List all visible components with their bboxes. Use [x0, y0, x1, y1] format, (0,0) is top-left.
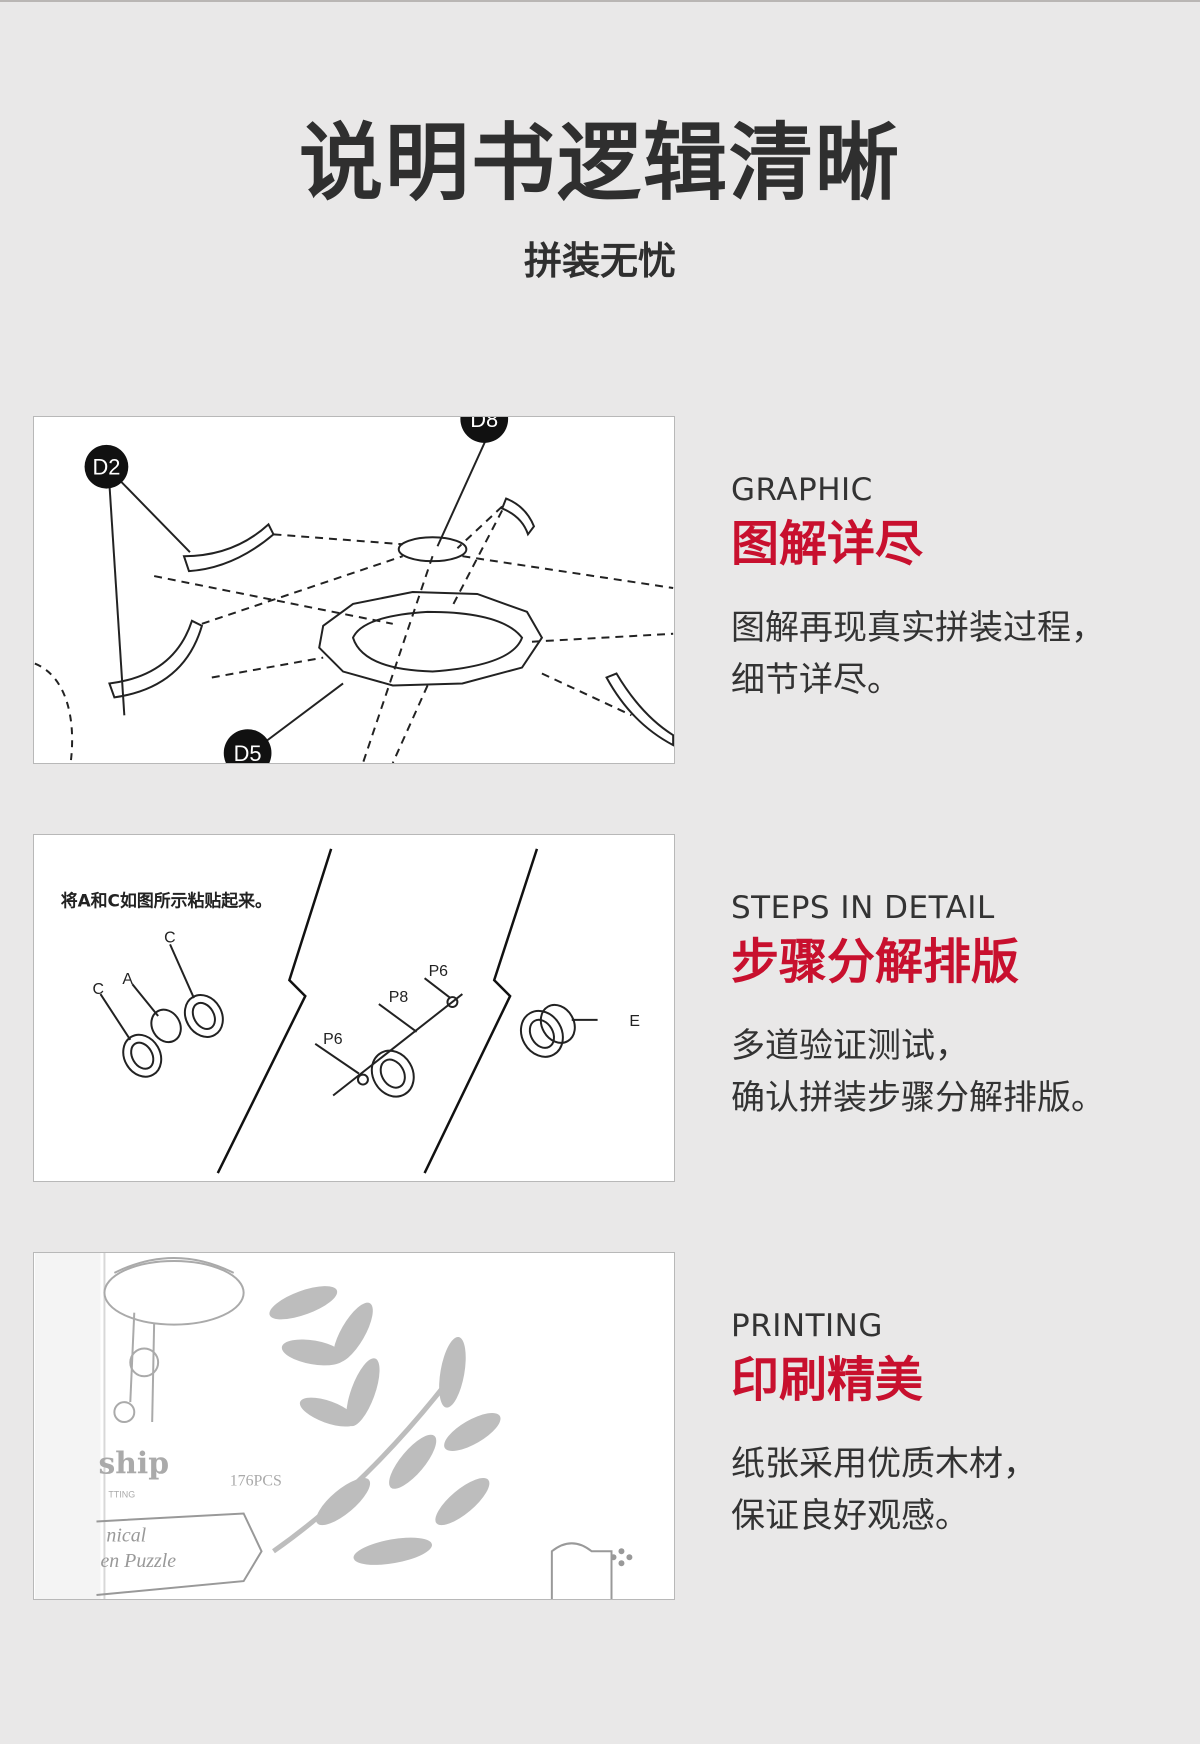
label-e: E	[629, 1013, 640, 1030]
assembly-diagram: D2 D8 D5	[34, 417, 674, 763]
label-a: A	[122, 971, 133, 988]
pointer-line	[107, 468, 126, 716]
graphic-diagram-image: D2 D8 D5	[33, 416, 675, 764]
desc-line: 保证良好观感。	[731, 1496, 969, 1536]
cover-piece-count: 176PCS	[230, 1473, 282, 1490]
feature-steps: STEPS IN DETAIL 步骤分解排版 多道验证测试， 确认拼装步骤分解排…	[731, 888, 1171, 1124]
label-d5: D5	[234, 741, 262, 763]
top-divider	[0, 0, 1200, 2]
pointer-line	[107, 468, 191, 553]
page-title: 说明书逻辑清晰	[298, 114, 901, 212]
desc-line: 细节详尽。	[731, 660, 901, 700]
cover-print: ship 176PCS TTING nical en Puzzle	[34, 1253, 674, 1599]
cover-banner-text-1: nical	[106, 1524, 146, 1546]
desc-line: 图解再现真实拼装过程，	[731, 608, 1105, 648]
feature-printing: PRINTING 印刷精美 纸张采用优质木材， 保证良好观感。	[731, 1306, 1171, 1542]
label-p6-left: P6	[323, 1031, 343, 1048]
cover-banner-text-2: en Puzzle	[100, 1550, 176, 1572]
label-p8: P8	[389, 989, 409, 1006]
cover-title-fragment: ship	[98, 1447, 169, 1482]
feature-en-title: GRAPHIC	[731, 472, 873, 508]
page-subtitle: 拼装无忧	[523, 239, 676, 283]
printing-cover-image: ship 176PCS TTING nical en Puzzle	[33, 1252, 675, 1600]
feature-en-title: STEPS IN DETAIL	[731, 890, 995, 926]
label-d8: D8	[470, 417, 498, 432]
feature-description: 多道验证测试， 确认拼装步骤分解排版。	[731, 1020, 1171, 1124]
feature-description: 图解再现真实拼装过程， 细节详尽。	[731, 602, 1171, 706]
feature-en-title: PRINTING	[731, 1308, 883, 1344]
cover-small-text: TTING	[108, 1490, 135, 1500]
feature-graphic: GRAPHIC 图解详尽 图解再现真实拼装过程， 细节详尽。	[731, 470, 1171, 706]
desc-line: 多道验证测试，	[731, 1026, 969, 1066]
feature-description: 纸张采用优质木材， 保证良好观感。	[731, 1438, 1171, 1542]
desc-line: 确认拼装步骤分解排版。	[731, 1078, 1105, 1118]
feature-cn-title: 步骤分解排版	[731, 934, 1020, 990]
step-caption: 将A和C如图所示粘贴起来。	[61, 891, 272, 911]
desc-line: 纸张采用优质木材，	[731, 1444, 1037, 1484]
ornament-icon	[610, 1548, 633, 1567]
label-d2: D2	[92, 455, 120, 480]
label-p6-top: P6	[429, 963, 449, 980]
label-c2: C	[164, 929, 175, 946]
steps-instruction-image: 将A和C如图所示粘贴起来。	[33, 834, 675, 1182]
feature-cn-title: 图解详尽	[731, 516, 924, 572]
label-c1: C	[93, 981, 104, 998]
feature-cn-title: 印刷精美	[731, 1352, 924, 1408]
step-diagram: 将A和C如图所示粘贴起来。	[61, 848, 640, 1174]
